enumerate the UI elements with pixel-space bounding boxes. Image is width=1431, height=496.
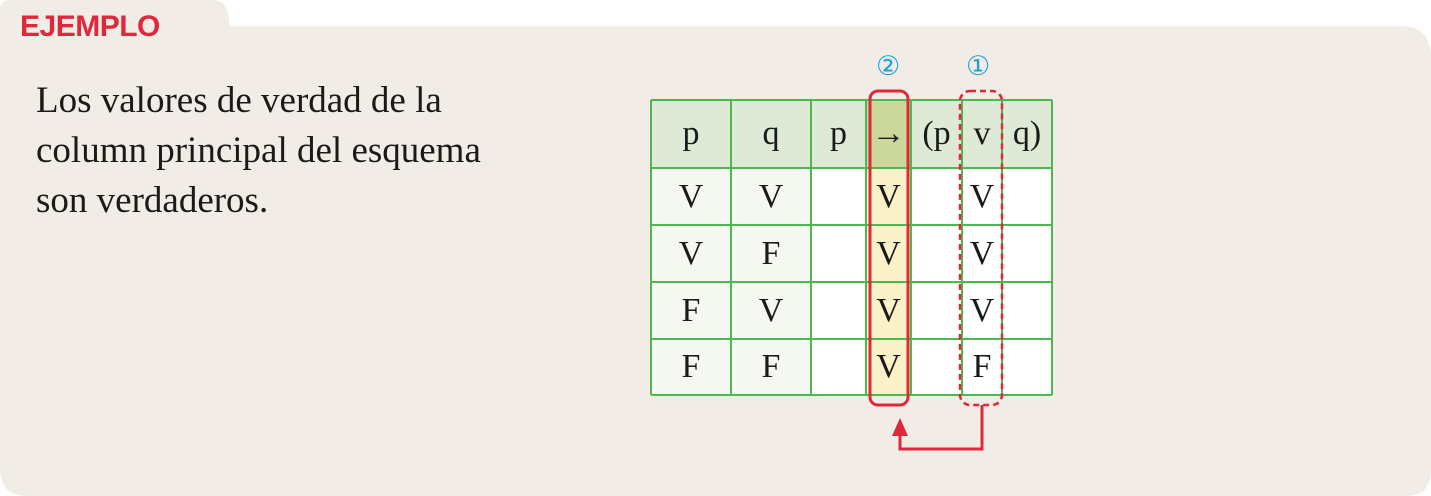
table-cell	[1002, 168, 1052, 225]
table-cell: V	[678, 234, 704, 272]
table-cell	[911, 225, 962, 282]
table-cell: V	[969, 234, 995, 272]
table-cell	[911, 282, 962, 339]
table-cell: F	[761, 348, 781, 385]
table-cell	[811, 225, 866, 282]
table-cell: F	[681, 348, 701, 385]
table-header-cell: q	[762, 115, 780, 152]
table-cell	[1002, 339, 1052, 395]
table-cell: V	[876, 234, 901, 272]
table-cell	[1002, 282, 1052, 339]
description-line-2: column principal del esquema	[36, 130, 481, 171]
description-line-3: son verdaderos.	[36, 180, 269, 221]
table-cell: V	[969, 291, 995, 329]
table-cell: F	[681, 291, 701, 329]
example-description: Los valores de verdad de la column princ…	[36, 76, 596, 226]
table-cell: V	[876, 348, 901, 385]
table-cell: V	[758, 291, 784, 329]
table-cell: V	[678, 177, 704, 215]
table-header-cell: (p	[922, 115, 951, 152]
step-marker-main-column: ②	[876, 51, 901, 82]
table-cell: V	[969, 177, 995, 215]
table-header-cell: p	[830, 115, 847, 152]
table-cell	[811, 282, 866, 339]
table-header-cell: v	[973, 115, 991, 152]
table-header-cell: p	[682, 115, 700, 152]
table-cell	[911, 339, 962, 395]
example-label: EJEMPLO	[20, 10, 160, 43]
table-cell	[811, 168, 866, 225]
table-header-cell: q)	[1012, 115, 1042, 152]
table-cell: F	[972, 348, 992, 385]
table-cell: F	[761, 234, 781, 272]
table-cell	[811, 339, 866, 395]
table-cell: V	[876, 291, 901, 329]
step-marker-first-column: ①	[966, 51, 991, 82]
description-line-1: Los valores de verdad de la	[36, 80, 442, 121]
table-cell	[911, 168, 962, 225]
table-cell: V	[758, 177, 784, 215]
table-header-cell: →	[871, 115, 906, 152]
table-cell: V	[876, 177, 901, 215]
table-cell	[1002, 225, 1052, 282]
